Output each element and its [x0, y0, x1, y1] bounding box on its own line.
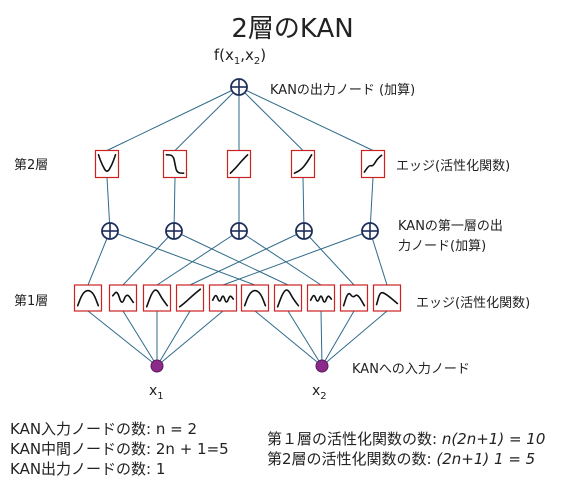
edge-line — [87, 230, 111, 286]
activation-function-box — [273, 284, 303, 312]
activation-function-box — [108, 284, 138, 312]
hidden-sum-node — [230, 222, 248, 240]
edge-line — [156, 310, 191, 367]
layer1-activation-count: 第１層の活性化関数の数: n(2n+1) = 10 — [267, 430, 546, 448]
output-sum-node — [230, 78, 248, 96]
edge-line — [189, 230, 305, 286]
edge-line — [321, 310, 355, 367]
connection-lines — [87, 86, 388, 367]
output-node-note: KANの出力ノード (加算) — [270, 83, 416, 98]
edge-line — [156, 310, 224, 367]
edge-line — [156, 230, 240, 286]
edge-line — [106, 86, 240, 151]
activation-curve — [211, 294, 235, 303]
nodes — [101, 78, 379, 373]
layer1-edges-note: エッジ(活性化関数) — [416, 296, 531, 311]
output-node-count: KAN出力ノードの数: 1 — [10, 460, 166, 478]
activation-curve — [165, 154, 185, 174]
edge-line — [303, 230, 355, 286]
hidden-sum-node — [295, 222, 313, 240]
input-node-count: KAN入力ノードの数: n = 2 — [10, 420, 198, 438]
layer2-label: 第2層 — [14, 158, 49, 173]
activation-function-box — [240, 284, 270, 312]
input-node — [150, 359, 164, 373]
layer2-edges-note: エッジ(活性化関数) — [396, 159, 511, 174]
edge-line — [287, 310, 323, 367]
edge-line — [173, 177, 176, 232]
hidden-nodes-note-line1: KANの第一層の出 — [398, 219, 503, 234]
activation-function-box — [339, 284, 369, 312]
activation-function-box — [142, 284, 172, 312]
activation-curve — [229, 154, 249, 174]
layer1-label: 第1層 — [14, 294, 49, 309]
activation-curve — [97, 154, 117, 172]
edge-line — [174, 86, 240, 151]
activation-curve — [309, 294, 333, 303]
hidden-node-count: KAN中間ノードの数: 2n + 1=5 — [10, 440, 229, 458]
activation-curve — [293, 154, 313, 174]
activation-curve — [243, 289, 267, 307]
node-count-stats: KAN入力ノードの数: n = 2 KAN中間ノードの数: 2n + 1=5 K… — [10, 419, 229, 479]
edge-line — [122, 230, 175, 286]
layer2-activation-count: 第2層の活性化関数の数: (2n+1) 1 = 5 — [267, 450, 536, 468]
activation-function-box — [94, 149, 120, 179]
edge-line — [109, 230, 256, 286]
activation-boxes — [73, 149, 402, 312]
edge-line — [87, 310, 158, 367]
activation-curve — [276, 289, 300, 308]
hidden-nodes-note-line2: 力ノード(加算) — [398, 239, 487, 254]
input-label-x2: x2 — [312, 383, 327, 402]
input-node — [315, 359, 329, 373]
edge-line — [238, 230, 322, 286]
diagram-title: 2層のKAN — [231, 14, 354, 44]
activation-curve — [145, 289, 169, 308]
edge-line — [254, 310, 323, 367]
activation-curve — [375, 291, 399, 306]
hidden-sum-node — [101, 222, 119, 240]
edge-line — [122, 310, 158, 367]
activation-function-box — [73, 284, 103, 312]
output-function-label: f(x1,x2) — [213, 46, 267, 67]
activation-curve — [178, 288, 202, 308]
edge-line — [238, 86, 304, 151]
activation-count-stats: 第１層の活性化関数の数: n(2n+1) = 10 第2層の活性化関数の数: (… — [267, 429, 545, 469]
edge-line — [369, 177, 374, 232]
activation-curve — [76, 289, 100, 307]
activation-curve — [363, 154, 383, 173]
activation-function-box — [372, 284, 402, 312]
activation-curve — [342, 292, 366, 307]
edge-line — [173, 230, 289, 286]
activation-function-box — [290, 149, 316, 179]
edge-line — [320, 310, 323, 367]
activation-curve — [111, 291, 135, 304]
activation-function-box — [360, 149, 386, 179]
edge-line — [222, 230, 371, 286]
edge-line — [369, 230, 388, 286]
edge-line — [321, 310, 388, 367]
hidden-sum-node — [361, 222, 379, 240]
input-label-x1: x1 — [149, 383, 164, 402]
input-nodes-note: KANへの入力ノード — [352, 362, 470, 377]
edge-line — [302, 177, 305, 232]
edge-line — [238, 86, 374, 151]
hidden-sum-node — [165, 222, 183, 240]
edge-line — [106, 177, 111, 232]
